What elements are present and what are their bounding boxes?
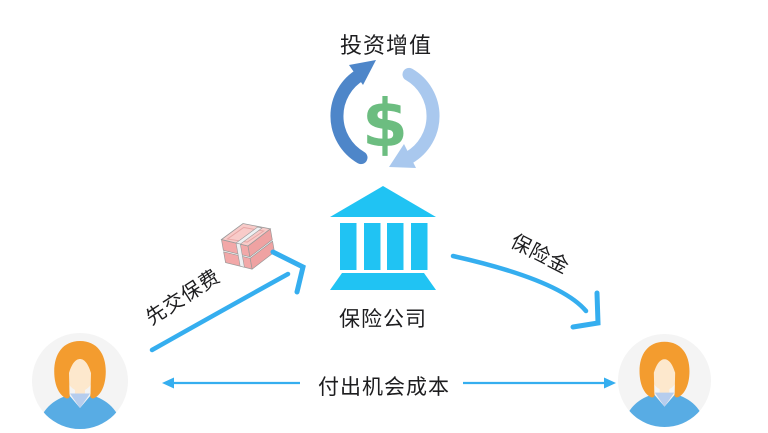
left-arrowhead <box>162 377 174 389</box>
cycle-arc-light <box>402 67 440 165</box>
face <box>66 357 94 391</box>
shirt <box>38 395 122 429</box>
hair <box>639 341 690 398</box>
person-figure <box>38 341 122 429</box>
refresh-arrows-icon: $ <box>330 60 440 168</box>
cycle-arrowhead-dark <box>349 60 376 85</box>
bank-roof <box>330 186 436 217</box>
bank-column <box>411 223 428 270</box>
bank-column <box>364 223 381 270</box>
dollar-icon: $ <box>362 85 408 162</box>
bank-column <box>340 223 357 270</box>
bank-base <box>330 273 436 290</box>
person-figure <box>623 341 706 427</box>
bank-column <box>387 223 404 270</box>
person-icon-left <box>32 333 128 429</box>
bank-icon <box>330 186 436 290</box>
hair <box>54 341 106 399</box>
double-arrow-icon <box>162 377 616 389</box>
right-arrowhead <box>604 377 616 389</box>
premium-arrow-curve <box>149 271 291 353</box>
benefit-arrow <box>450 253 601 330</box>
banknotes-icon <box>220 223 275 270</box>
premium-arrowhead <box>270 249 306 295</box>
face <box>650 357 679 391</box>
opportunity-cost-label: 付出机会成本 <box>318 376 450 399</box>
investment-growth-label: 投资增值 <box>339 33 432 58</box>
person-icon-right <box>618 334 711 427</box>
cycle-arrowhead-light <box>389 144 416 168</box>
benefit-arrowhead <box>570 290 601 330</box>
collar <box>654 392 675 407</box>
shirt <box>623 394 706 427</box>
banknote-band <box>235 242 245 268</box>
cycle-arc-dark <box>330 67 368 165</box>
benefit-arrow-curve <box>450 253 589 314</box>
premium-arrow <box>149 249 306 353</box>
collar <box>70 393 90 408</box>
insurance-company-label: 保险公司 <box>339 308 427 331</box>
